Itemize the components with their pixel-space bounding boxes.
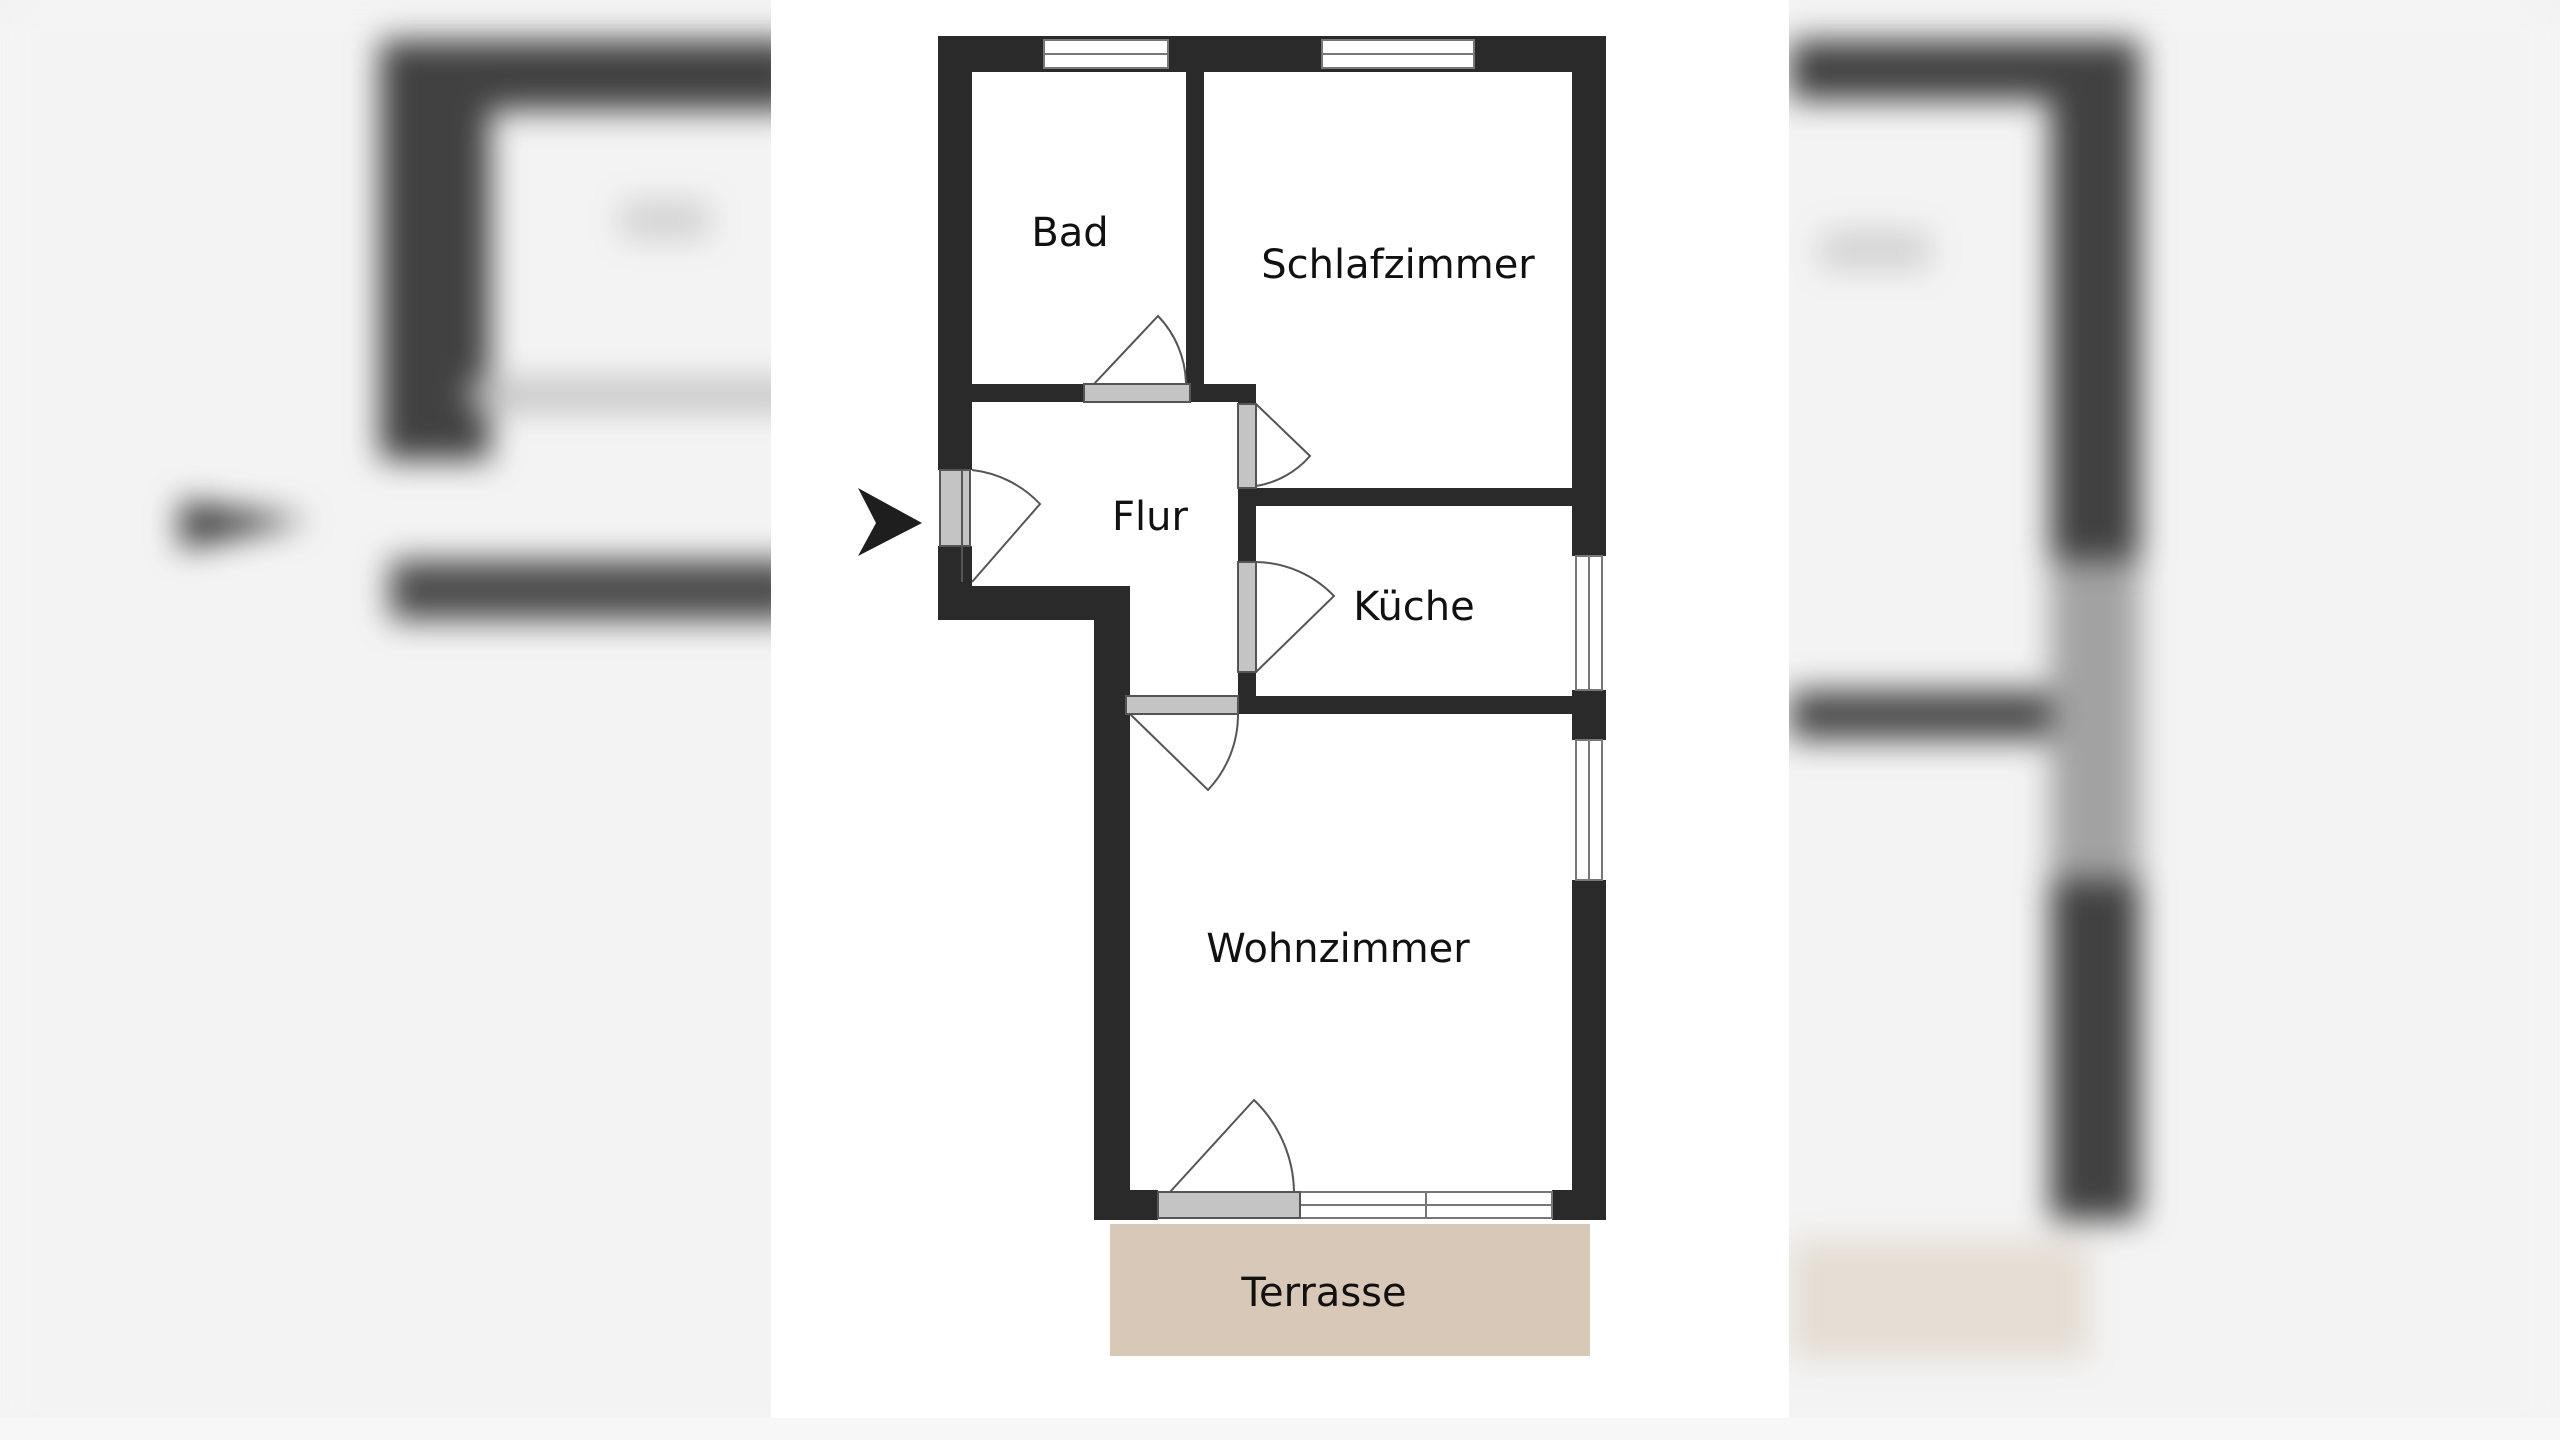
entrance-arrow-icon	[858, 488, 922, 556]
room-label-schlafzimmer: Schlafzimmer	[1261, 242, 1535, 288]
terrace-door-frame	[1157, 1191, 1301, 1219]
bad-door-swing	[1093, 314, 1187, 385]
room-label-bad: Bad	[1031, 210, 1108, 256]
doors	[939, 314, 1336, 1219]
room-label-wohnzimmer: Wohnzimmer	[1206, 926, 1470, 972]
room-label-flur: Flur	[1112, 494, 1188, 540]
bottom-strip	[0, 1418, 2560, 1440]
terrace-area	[1110, 1224, 1590, 1356]
entrance-door-swing	[971, 469, 1042, 583]
schlafzimmer-door-swing	[1255, 403, 1312, 487]
schlafzimmer-door-frame	[1237, 403, 1257, 489]
wohnzimmer-door-swing	[1129, 713, 1240, 792]
kueche-door-frame	[1237, 561, 1257, 673]
wohnzimmer-door-frame	[1125, 695, 1239, 715]
room-label-kueche: Küche	[1353, 584, 1475, 630]
kueche-door-swing	[1255, 561, 1336, 673]
room-label-terrasse: Terrasse	[1240, 1270, 1406, 1316]
entrance-door-frame	[939, 469, 971, 547]
terrace-door-swing	[1169, 1098, 1295, 1193]
bad-door-frame	[1083, 383, 1191, 403]
windows	[1043, 39, 1603, 1219]
